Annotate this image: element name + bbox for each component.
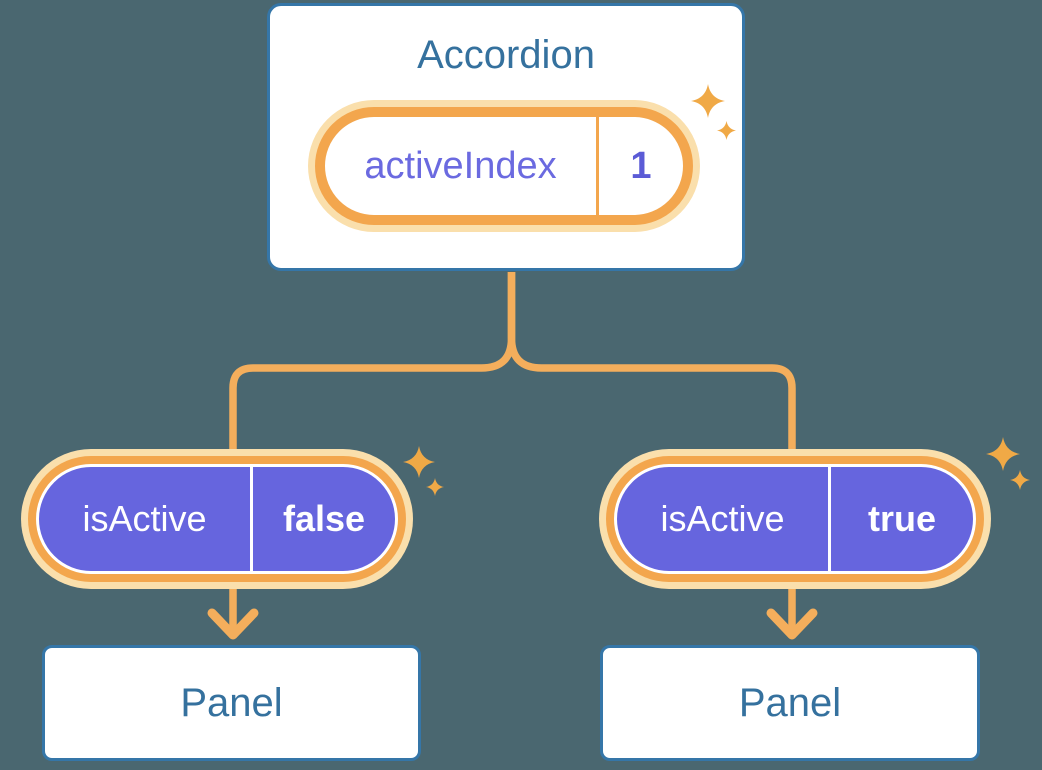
sparkle-icon: [691, 84, 725, 118]
connector-left-branch: [229, 272, 516, 631]
state-pill-activeindex: activeIndex 1: [315, 107, 693, 225]
sparkle-icon: [717, 121, 736, 140]
state-pill-value: 1: [596, 117, 683, 215]
prop-pill-isactive-true: isActive true: [614, 464, 976, 574]
sparkle-icon: [403, 446, 435, 478]
sparkle-icon: [1010, 470, 1030, 490]
prop-pill-value: false: [250, 467, 395, 571]
panel-box-right: Panel: [600, 645, 980, 761]
prop-pill-label: isActive: [82, 498, 207, 539]
state-pill-label: activeIndex: [364, 144, 557, 187]
sparkle-icon: [426, 478, 444, 496]
arrowhead-right-icon: [766, 608, 818, 640]
sparkle-icon: [986, 437, 1020, 471]
panel-box-left: Panel: [42, 645, 421, 761]
accordion-title: Accordion: [417, 33, 595, 77]
prop-pill-value: true: [828, 467, 973, 571]
prop-pill-isactive-false: isActive false: [36, 464, 398, 574]
connector-right-branch: [507, 272, 796, 631]
prop-pill-label: isActive: [660, 498, 785, 539]
arrowhead-left-icon: [207, 608, 259, 640]
